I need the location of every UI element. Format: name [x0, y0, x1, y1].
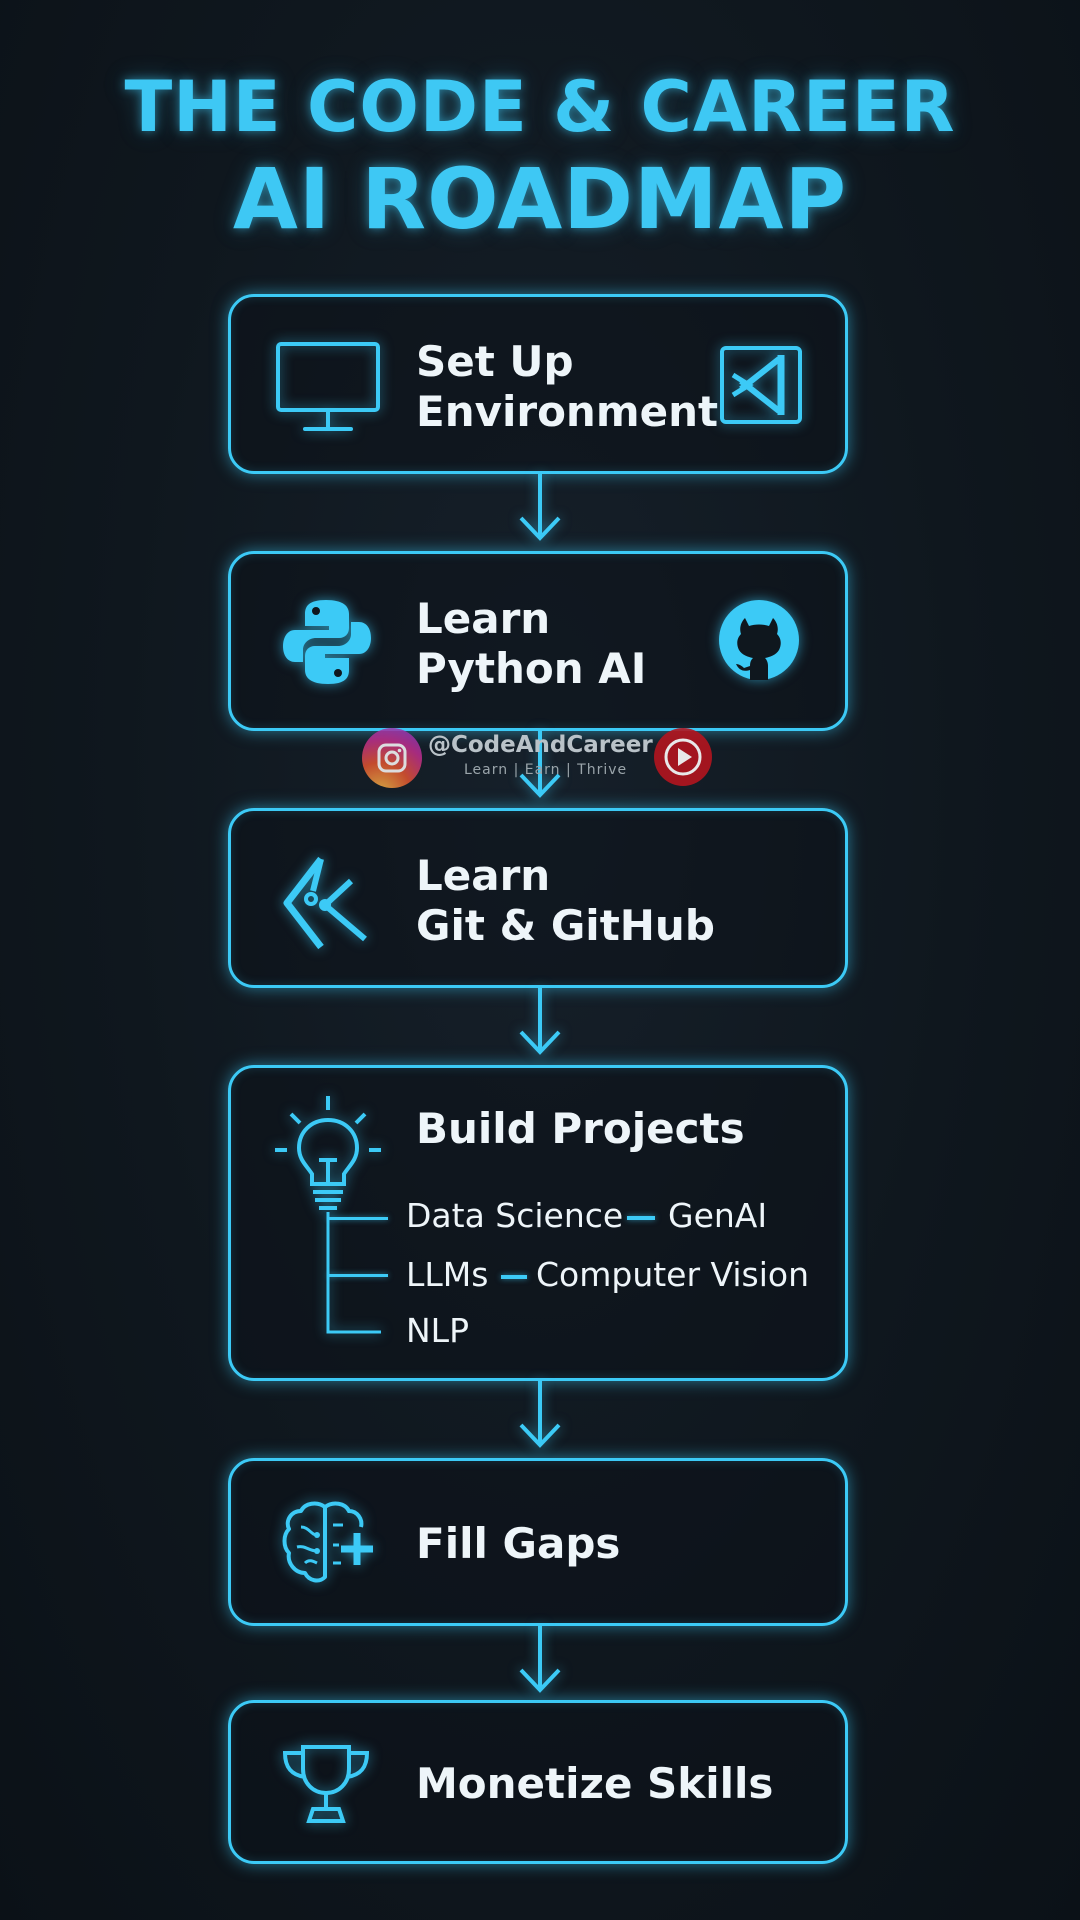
step-box-learn-git: Learn Git & GitHub: [228, 808, 848, 988]
python-icon: [283, 600, 371, 684]
step-label: Learn Git & GitHub: [416, 851, 715, 951]
step-label-line-1: Set Up: [416, 337, 574, 386]
tree-branch: [328, 1274, 388, 1277]
flow-arrow-5: [519, 1626, 561, 1693]
watermark: @CodeAndCareer Learn | Earn | Thrive: [362, 728, 712, 788]
flow-arrow-4: [519, 1381, 561, 1448]
flow-arrow-2: [519, 731, 561, 798]
step-box-monetize-skills: Monetize Skills: [228, 1700, 848, 1864]
flow-arrow-1: [519, 474, 561, 541]
step-label-line-1: Monetize Skills: [416, 1759, 774, 1808]
step-label-line-1: Fill Gaps: [416, 1519, 621, 1568]
github-icon: [719, 600, 799, 680]
item-separator: [627, 1216, 655, 1220]
youtube-icon: [654, 728, 712, 786]
tree-branch: [328, 1217, 388, 1220]
step-label-line-1: Build Projects: [416, 1104, 745, 1153]
step-box-learn-python: Learn Python AI: [228, 551, 848, 731]
trophy-icon: [282, 1745, 370, 1823]
watermark-tagline: Learn | Earn | Thrive: [464, 762, 628, 778]
git-icon: [283, 856, 367, 950]
step-label: Set Up Environment: [416, 337, 718, 437]
project-item-computer-vision: Computer Vision: [536, 1255, 810, 1294]
lightbulb-icon: [275, 1096, 381, 1334]
step-label: Monetize Skills: [416, 1759, 773, 1809]
step-label: Learn Python AI: [416, 594, 646, 694]
project-item-llms: LLMs: [406, 1255, 489, 1294]
step-label: Build Projects: [416, 1104, 745, 1154]
project-item-nlp: NLP: [406, 1311, 469, 1350]
monitor-icon: [276, 342, 380, 431]
step-box-fill-gaps: Fill Gaps: [228, 1458, 848, 1626]
item-separator: [501, 1275, 527, 1279]
vscode-icon: [720, 346, 802, 424]
flow-arrow-3: [519, 988, 561, 1055]
title-line-2: AI ROADMAP: [232, 150, 848, 248]
project-item-genai: GenAI: [668, 1196, 768, 1235]
brain-plus-icon: [282, 1501, 373, 1583]
step-box-setup-environment: Set Up Environment: [228, 294, 848, 474]
step-label-line-1: Learn: [416, 594, 551, 643]
step-label-line-2: Git & GitHub: [416, 901, 715, 950]
step-label-line-2: Environment: [416, 387, 719, 436]
instagram-icon: [362, 728, 422, 788]
step-box-build-projects: Build Projects Data Science GenAI LLMs C…: [228, 1065, 848, 1381]
title-line-1: THE CODE & CAREER: [124, 66, 956, 148]
step-label-line-2: Python AI: [416, 644, 647, 693]
project-item-data-science: Data Science: [406, 1196, 624, 1235]
watermark-handle: @CodeAndCareer: [428, 732, 653, 758]
step-label-line-1: Learn: [416, 851, 551, 900]
step-label: Fill Gaps: [416, 1519, 620, 1569]
